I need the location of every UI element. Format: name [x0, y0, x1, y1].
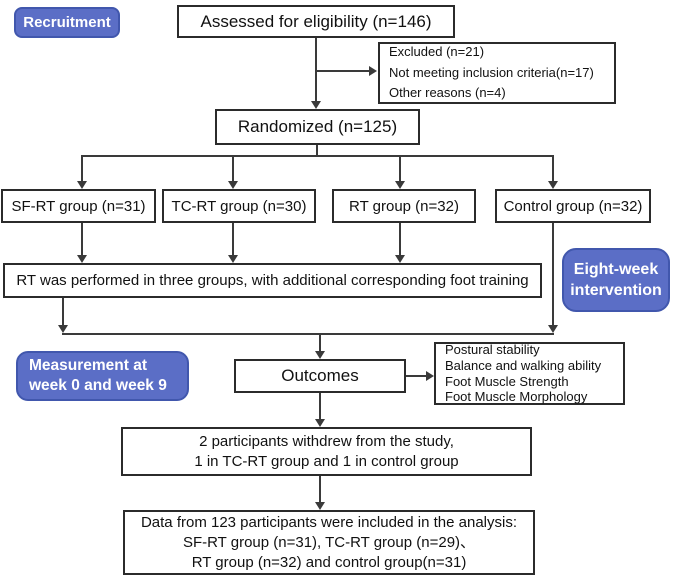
withdrawal-line-2: 1 in TC-RT group and 1 in control group: [194, 452, 459, 470]
group-label-sfrt: SF-RT group (n=31): [11, 197, 146, 215]
arrowhead-into-tcrt: [228, 181, 238, 189]
randomized-box: Randomized (n=125): [215, 109, 420, 145]
analysis-line-2: SF-RT group (n=31), TC-RT group (n=29)、: [182, 533, 476, 551]
measurement-stage-line-2: week 0 and week 9: [29, 377, 167, 394]
intervention-stage-line-1: Eight-week: [573, 261, 659, 278]
connector-drop-sfrt: [81, 155, 83, 182]
arrowhead-into-measures: [426, 371, 434, 381]
outcome-measures-box: Postural stability Balance and walking a…: [434, 342, 625, 405]
group-box-control: Control group (n=32): [495, 189, 651, 223]
arrowhead-note-3: [395, 255, 405, 263]
outcomes-label: Outcomes: [281, 366, 359, 385]
arrowhead-into-excluded: [369, 66, 377, 76]
withdrawal-line-1: 2 participants withdrew from the study,: [199, 432, 454, 450]
connector-outcomes-to-withdrawal: [319, 393, 321, 420]
outcome-measure-4: Foot Muscle Morphology: [445, 389, 588, 405]
connector-merge-line: [62, 333, 554, 335]
arrowhead-into-sfrt: [77, 181, 87, 189]
recruitment-stage-badge: Recruitment: [14, 7, 120, 38]
connector-branch-to-excluded: [316, 70, 370, 72]
group-box-tcrt: TC-RT group (n=30): [162, 189, 316, 223]
arrowhead-note-1: [77, 255, 87, 263]
excluded-line-2: Not meeting inclusion criteria(n=17): [389, 64, 594, 80]
measurement-stage-line-1: Measurement at: [29, 357, 148, 374]
analysis-line-3: RT group (n=32) and control group(n=31): [191, 553, 467, 571]
intervention-stage-line-2: intervention: [570, 282, 662, 299]
analysis-line-1: Data from 123 participants were included…: [140, 513, 518, 531]
assessed-eligibility-box: Assessed for eligibility (n=146): [177, 5, 455, 38]
withdrawal-box: 2 participants withdrew from the study, …: [121, 427, 532, 476]
connector-outcomes-to-measures: [406, 375, 427, 377]
measurement-stage-badge: Measurement at week 0 and week 9: [16, 351, 189, 401]
arrowhead-into-withdrawal: [315, 419, 325, 427]
intervention-stage-badge: Eight-week intervention: [562, 248, 670, 312]
randomized-label: Randomized (n=125): [237, 117, 398, 136]
arrowhead-into-outcomes: [315, 351, 325, 359]
connector-drop-control: [552, 155, 554, 182]
arrowhead-control-merge: [548, 325, 558, 333]
connector-sfrt-to-note: [81, 223, 83, 256]
connector-drop-rt: [399, 155, 401, 182]
connector-withdrawal-to-analysis: [319, 476, 321, 503]
excluded-line-3: Other reasons (n=4): [389, 85, 506, 101]
analysis-box: Data from 123 participants were included…: [123, 510, 535, 575]
arrowhead-note-merge: [58, 325, 68, 333]
connector-tcrt-to-note: [232, 223, 234, 256]
outcome-measure-2: Balance and walking ability: [445, 357, 602, 373]
group-label-tcrt: TC-RT group (n=30): [171, 197, 307, 215]
arrowhead-into-randomized: [311, 101, 321, 109]
group-box-sfrt: SF-RT group (n=31): [1, 189, 156, 223]
group-label-control: Control group (n=32): [503, 197, 643, 215]
connector-merge-to-outcomes: [319, 333, 321, 351]
excluded-box: Excluded (n=21) Not meeting inclusion cr…: [378, 42, 616, 104]
intervention-note-label: RT was performed in three groups, with a…: [16, 272, 529, 289]
connector-distribution-line: [82, 155, 554, 157]
assessed-eligibility-label: Assessed for eligibility (n=146): [200, 11, 432, 31]
arrowhead-note-2: [228, 255, 238, 263]
outcome-measure-3: Foot Muscle Strength: [445, 373, 569, 389]
arrowhead-into-analysis: [315, 502, 325, 510]
intervention-note-box: RT was performed in three groups, with a…: [3, 263, 542, 298]
group-box-rt: RT group (n=32): [332, 189, 476, 223]
group-label-rt: RT group (n=32): [349, 197, 459, 215]
outcome-measure-1: Postural stability: [445, 341, 540, 357]
connector-rt-to-note: [399, 223, 401, 256]
excluded-line-1: Excluded (n=21): [389, 44, 485, 60]
arrowhead-into-control: [548, 181, 558, 189]
connector-drop-tcrt: [232, 155, 234, 182]
arrowhead-into-rt: [395, 181, 405, 189]
connector-note-down: [62, 298, 64, 326]
recruitment-stage-label: Recruitment: [23, 14, 111, 31]
outcomes-box: Outcomes: [234, 359, 406, 393]
connector-randomized-stub: [316, 145, 318, 155]
connector-control-bypass: [552, 223, 554, 326]
